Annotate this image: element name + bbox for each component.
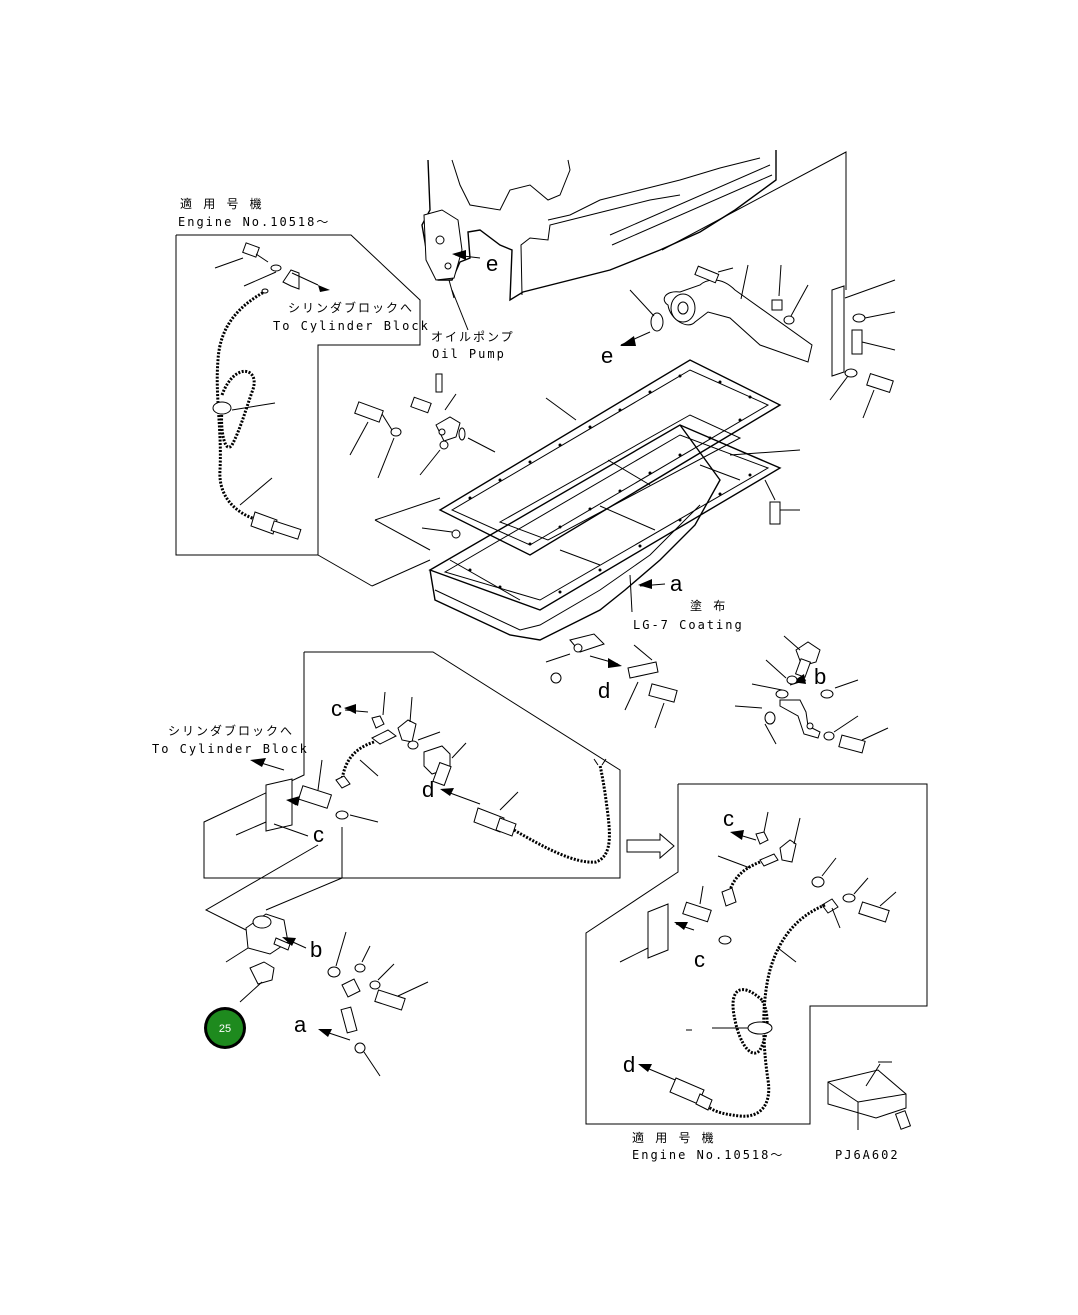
oil-pan [429, 424, 721, 641]
gasket-bolt-holes [468, 374, 752, 594]
pump-bolt-a [410, 396, 432, 414]
letter-c-1: c [313, 822, 324, 847]
lower-gasket [428, 424, 782, 611]
oil-pump-en: Oil Pump [432, 347, 506, 361]
letter-e-1: e [486, 251, 498, 276]
suction-pipe-group: e [601, 264, 896, 419]
pan-bolt [769, 501, 781, 525]
pipe-bracket [831, 285, 845, 377]
mount-bolt-br [682, 901, 712, 923]
letter-b-2: b [310, 937, 322, 962]
suction-pipe [663, 279, 813, 363]
to-cyl-block-en-mid: To Cylinder Block [152, 742, 309, 756]
drain-plug [550, 672, 562, 684]
bottom-right-frame [585, 783, 928, 1125]
clip-br [779, 839, 797, 863]
long-cable [704, 903, 826, 1118]
bolt-br [858, 901, 890, 923]
sensor-o-ring [335, 810, 349, 820]
letter-a-1: a [670, 571, 683, 596]
adapter-bolt [249, 961, 275, 985]
b-bracket [779, 699, 821, 739]
drawing-code: PJ6A602 [835, 1148, 900, 1162]
engine-no-bottom: Engine No.10518～ [632, 1148, 784, 1162]
b-bracket-group: b [734, 635, 889, 754]
page-number-badge[interactable]: 25 [204, 1007, 246, 1049]
transition-arrow [626, 832, 675, 860]
oil-pump-housing [423, 209, 463, 281]
sensor-body [250, 511, 278, 535]
washer-part [270, 264, 282, 272]
mount-plate [265, 778, 293, 832]
middle-sensor-group: シリンダブロックへ To Cylinder Block c c d [152, 651, 675, 879]
letter-d-2: d [422, 777, 434, 802]
letter-a-2: a [294, 1012, 307, 1037]
coating-en: LG-7 Coating [633, 618, 744, 632]
letter-b-1: b [814, 664, 826, 689]
elbow-nut [354, 1042, 366, 1054]
oil-pump-jp: オイルポンプ [431, 330, 515, 344]
applicable-jp-bottom: 適 用 号 機 [632, 1130, 716, 1145]
letter-e-2: e [601, 343, 613, 368]
cable-clamp [212, 401, 232, 415]
clip-part [282, 269, 300, 290]
to-cyl-block-jp-top: シリンダブロックへ [288, 300, 414, 315]
pump-bolt-b [354, 401, 384, 423]
connector-br [759, 853, 779, 867]
pipe-bolt [694, 265, 720, 284]
letter-c-4: c [694, 947, 705, 972]
bracket-bolt [866, 372, 894, 394]
engine-no-top: Engine No.10518～ [178, 215, 330, 229]
pin-part [435, 373, 443, 393]
adapter-group: b a [204, 827, 429, 1077]
letter-d-1: d [598, 678, 610, 703]
cylinder-block: e オイルポンプ Oil Pump [421, 150, 847, 361]
sensor-connector [371, 729, 397, 745]
connector-cap [371, 715, 385, 729]
cable-clamp-br [747, 1021, 773, 1035]
pipe-nut [771, 299, 783, 311]
middle-parts-group [349, 373, 496, 479]
oil-pan-group: a 塗 布 LG-7 Coating d [317, 359, 801, 729]
bolt-part [214, 242, 269, 269]
to-cyl-block-en-top: To Cylinder Block [273, 319, 430, 333]
top-left-sensor-group: 適 用 号 機 Engine No.10518～ シリンダブロックへ To Cy… [175, 196, 430, 556]
letter-d-3: d [623, 1052, 635, 1077]
elbow-fitting [340, 1006, 358, 1034]
upper-gasket [438, 359, 782, 556]
applicable-jp-top: 適 用 号 機 [180, 196, 264, 211]
letter-c-3: c [723, 806, 734, 831]
mount-bolt [297, 785, 333, 809]
pump-flange [435, 416, 461, 442]
page-number: 25 [219, 1023, 231, 1035]
adapter-leader-1 [204, 844, 319, 931]
coating-jp: 塗 布 [690, 598, 727, 613]
adapter-leader-2 [265, 827, 343, 911]
mount-plate-br [647, 903, 669, 959]
sensor-head-br [821, 898, 839, 914]
plate-bolt [648, 683, 678, 703]
bottom-right-sensor-group: 適 用 号 機 Engine No.10518～ PJ6A602 c c [585, 783, 928, 1162]
top-left-frame [175, 234, 421, 556]
to-cyl-block-jp-mid: シリンダブロックへ [168, 723, 294, 738]
detail-sensor [827, 1069, 907, 1119]
cable-clip [397, 719, 417, 743]
o-ring [650, 312, 664, 332]
stud-bolt [851, 329, 863, 355]
letter-c-2: c [331, 696, 342, 721]
b-bolt [838, 734, 866, 754]
bracket-plate [627, 661, 659, 679]
cable-loop [220, 369, 256, 449]
adapter-bolt-2 [374, 989, 406, 1011]
